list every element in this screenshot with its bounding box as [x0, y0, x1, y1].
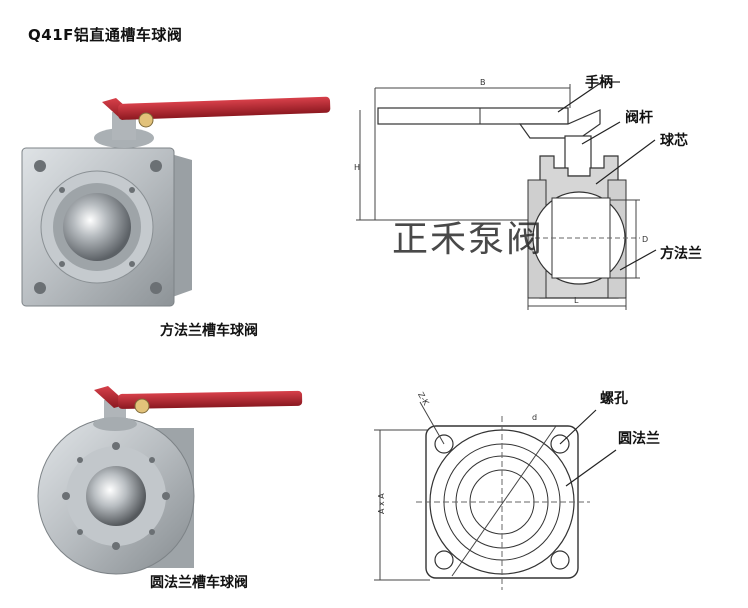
label-round-flange: 圆法兰: [618, 431, 660, 447]
dim-d-small-label: d: [532, 413, 537, 422]
square-flange-caption: 方法兰槽车球阀: [160, 323, 258, 339]
label-stem: 阀杆: [625, 110, 653, 126]
dim-h-label: H: [354, 163, 360, 172]
label-ball: 球芯: [660, 133, 688, 149]
watermark-text: 正禾泵阀: [392, 219, 545, 260]
round-flange-drawing: A x A Z-K d: [374, 391, 617, 590]
square-flange-drawing: B H D L: [354, 78, 657, 310]
square-flange-valve-photo: [21, 96, 331, 307]
page-title: Q41F铝直通槽车球阀: [28, 26, 183, 44]
dim-b-label: B: [480, 78, 486, 87]
dim-l-label: L: [574, 296, 579, 305]
label-bolt-hole: 螺孔: [600, 391, 628, 407]
dim-zk-label: Z-K: [416, 391, 431, 408]
round-flange-valve-photo: [37, 386, 303, 575]
dim-d-label: D: [642, 235, 648, 244]
label-square-flange: 方法兰: [660, 246, 702, 262]
dim-axa-label: A x A: [377, 493, 386, 514]
round-flange-caption: 圆法兰槽车球阀: [150, 575, 248, 591]
label-handle: 手柄: [585, 75, 613, 91]
